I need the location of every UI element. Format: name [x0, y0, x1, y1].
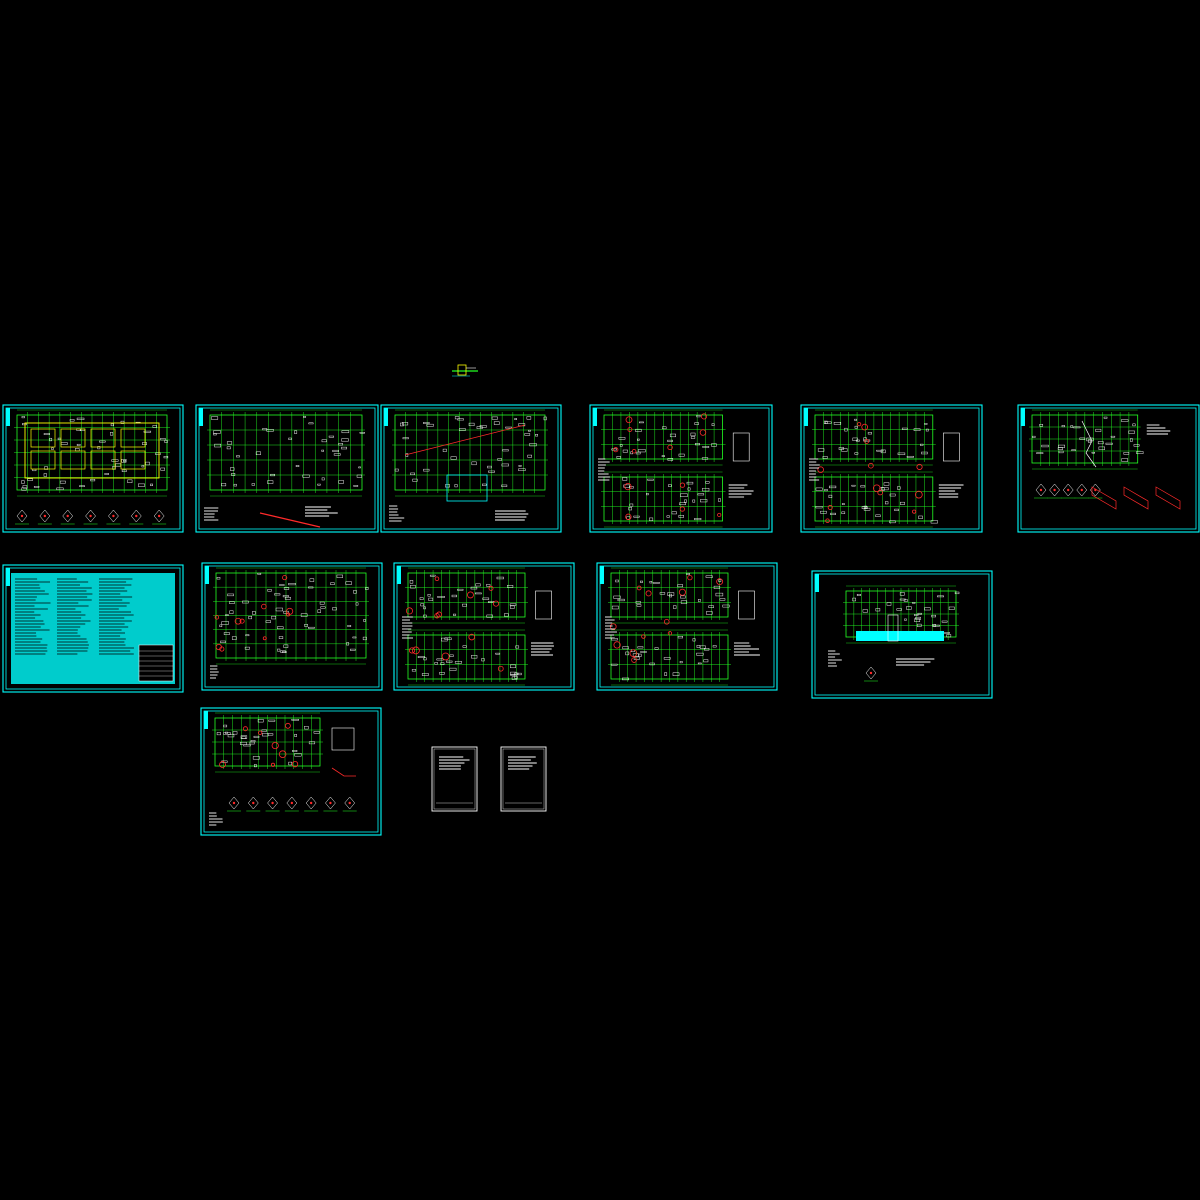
- drawing-sheet-3[interactable]: [380, 404, 562, 533]
- drawing-sheet-1[interactable]: [2, 404, 184, 533]
- drawing-sheet-12[interactable]: [200, 707, 382, 836]
- drawing-sheet-11[interactable]: [811, 570, 993, 699]
- drawing-sheet-13[interactable]: [431, 746, 478, 812]
- drawing-sheet-2[interactable]: [195, 404, 379, 533]
- drawing-sheet-9[interactable]: [393, 562, 575, 691]
- drawing-sheet-4[interactable]: [589, 404, 773, 533]
- drawing-sheet-7[interactable]: [2, 564, 184, 693]
- drawing-sheet-10[interactable]: [596, 562, 778, 691]
- drawing-sheet-14[interactable]: [500, 746, 547, 812]
- drawing-sheet-8[interactable]: [201, 562, 383, 691]
- drawing-sheet-5[interactable]: [800, 404, 983, 533]
- north-arrow-symbol: [452, 364, 478, 377]
- drawing-sheet-6[interactable]: [1017, 404, 1200, 533]
